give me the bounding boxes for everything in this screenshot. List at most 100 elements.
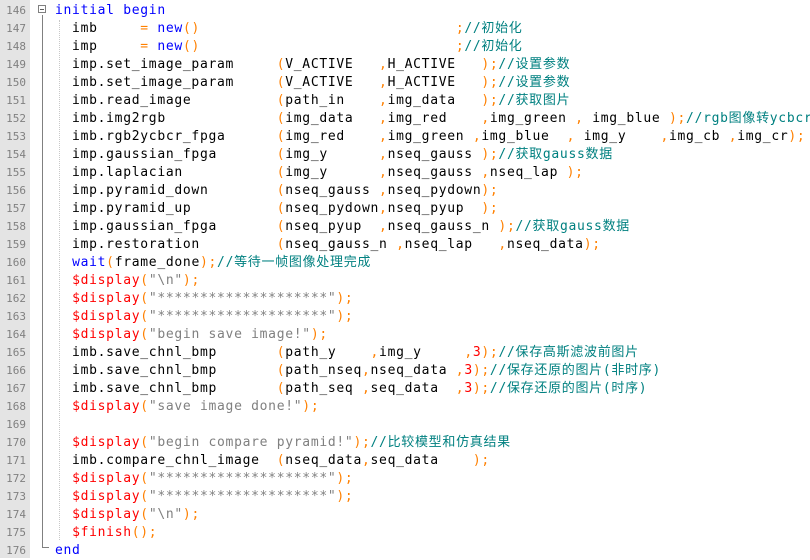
line-number: 155 bbox=[6, 166, 26, 179]
code-token: imb.save_chnl_bmp bbox=[55, 345, 277, 360]
code-token: ); bbox=[566, 165, 584, 180]
code-line[interactable]: 153 imb.rgb2ycbcr_fpga (img_red ,img_gre… bbox=[0, 128, 810, 146]
code-token: img_data bbox=[387, 93, 482, 108]
code-token: ( bbox=[276, 147, 286, 162]
code-token bbox=[200, 39, 456, 54]
code-token: path_y bbox=[285, 345, 371, 360]
code-token: new bbox=[157, 21, 183, 36]
code-line[interactable]: 164 $display("begin save image!"); bbox=[0, 326, 810, 344]
code-token: //初始化 bbox=[464, 21, 523, 36]
code-token: ( bbox=[140, 507, 149, 522]
code-token: ( bbox=[140, 399, 149, 414]
code-token: //比较模型和仿真结果 bbox=[370, 435, 511, 450]
code-token: $display bbox=[72, 291, 141, 306]
line-number: 165 bbox=[6, 346, 26, 359]
code-token: img_y bbox=[285, 147, 380, 162]
code-line[interactable]: 158 imp.gaussian_fpga (nseq_pyup ,nseq_g… bbox=[0, 218, 810, 236]
code-token: = bbox=[140, 21, 149, 36]
code-token: imp bbox=[55, 39, 141, 54]
code-token: 3 bbox=[472, 345, 482, 360]
code-token: //获取gauss数据 bbox=[498, 147, 613, 162]
code-line[interactable]: 147 imb = new() ;//初始化 bbox=[0, 20, 810, 38]
code-token: , bbox=[370, 345, 380, 360]
code-token: $display bbox=[72, 471, 141, 486]
code-token: ( bbox=[140, 435, 149, 450]
code-line[interactable]: 160 wait(frame_done);//等待一帧图像处理完成 bbox=[0, 254, 810, 272]
code-token: ( bbox=[276, 165, 286, 180]
code-token: ); bbox=[481, 57, 499, 72]
code-text: $display("\n"); bbox=[55, 272, 200, 290]
code-token: ); bbox=[668, 111, 687, 126]
code-token: nseq_data bbox=[370, 363, 456, 378]
code-token: ( bbox=[140, 471, 149, 486]
code-line[interactable]: 162 $display("********************"); bbox=[0, 290, 810, 308]
code-line[interactable]: 150 imb.set_image_param (V_ACTIVE ,H_ACT… bbox=[0, 74, 810, 92]
code-token: , bbox=[660, 129, 669, 144]
code-token: "\n" bbox=[148, 507, 183, 522]
code-token: , bbox=[575, 111, 584, 126]
code-line[interactable]: 163 $display("********************"); bbox=[0, 308, 810, 326]
indent-guide bbox=[59, 20, 60, 540]
code-line[interactable]: 170 $display("begin compare pyramid!");/… bbox=[0, 434, 810, 452]
code-token: , bbox=[379, 129, 388, 144]
code-token: ); bbox=[472, 381, 490, 396]
minus-box-icon[interactable] bbox=[38, 5, 46, 13]
code-line[interactable]: 156 imp.pyramid_down (nseq_gauss ,nseq_p… bbox=[0, 182, 810, 200]
code-line[interactable]: 157 imp.pyramid_up (nseq_pydown,nseq_pyu… bbox=[0, 200, 810, 218]
code-token: ); bbox=[472, 363, 490, 378]
code-token: "********************" bbox=[148, 489, 337, 504]
code-line[interactable]: 166 imb.save_chnl_bmp (path_nseq,nseq_da… bbox=[0, 362, 810, 380]
code-text: $display("\n"); bbox=[55, 506, 200, 524]
code-token bbox=[55, 309, 72, 324]
code-token: nseq_pydown bbox=[387, 183, 482, 198]
code-token: ( bbox=[140, 291, 149, 306]
code-line[interactable]: 172 $display("********************"); bbox=[0, 470, 810, 488]
code-token: ); bbox=[481, 183, 499, 198]
code-token: ); bbox=[583, 237, 601, 252]
code-text: $display("********************"); bbox=[55, 290, 353, 308]
code-token: ( bbox=[140, 273, 149, 288]
fold-margin bbox=[30, 0, 52, 558]
code-line[interactable]: 168 $display("save image done!"); bbox=[0, 398, 810, 416]
code-line[interactable]: 161 $display("\n"); bbox=[0, 272, 810, 290]
code-token: //等待一帧图像处理完成 bbox=[217, 255, 372, 270]
code-line[interactable]: 159 imp.restoration (nseq_gauss_n ,nseq_… bbox=[0, 236, 810, 254]
code-line[interactable]: 169 bbox=[0, 416, 810, 434]
line-number: 150 bbox=[6, 76, 26, 89]
code-line[interactable]: 148 imp = new() ;//初始化 bbox=[0, 38, 810, 56]
code-token: ( bbox=[276, 219, 286, 234]
line-number: 151 bbox=[6, 94, 26, 107]
code-token: "********************" bbox=[148, 309, 337, 324]
line-number: 176 bbox=[6, 544, 26, 557]
code-token: , bbox=[728, 129, 738, 144]
code-token: "\n" bbox=[148, 273, 183, 288]
code-line[interactable]: 149 imp.set_image_param (V_ACTIVE ,H_ACT… bbox=[0, 56, 810, 74]
code-token: ); bbox=[182, 273, 200, 288]
code-token: //保存还原的图片(非时序) bbox=[489, 363, 662, 378]
code-token: ); bbox=[481, 75, 499, 90]
code-line[interactable]: 151 imb.read_image (path_in ,img_data );… bbox=[0, 92, 810, 110]
code-token: ( bbox=[276, 129, 286, 144]
code-text: imp.set_image_param (V_ACTIVE ,H_ACTIVE … bbox=[55, 56, 570, 74]
code-line[interactable]: 152 imb.img2rgb (img_data ,img_red ,img_… bbox=[0, 110, 810, 128]
code-token: ( bbox=[276, 75, 286, 90]
code-line[interactable]: 174 $display("\n"); bbox=[0, 506, 810, 524]
code-token: $display bbox=[72, 273, 141, 288]
code-line[interactable]: 175 $finish(); bbox=[0, 524, 810, 542]
code-line[interactable]: 167 imb.save_chnl_bmp (path_seq ,seq_dat… bbox=[0, 380, 810, 398]
code-token: $display bbox=[72, 327, 141, 342]
code-token: $display bbox=[72, 507, 141, 522]
code-line[interactable]: 171 imb.compare_chnl_image (nseq_data,se… bbox=[0, 452, 810, 470]
code-token: path_seq bbox=[285, 381, 362, 396]
code-line[interactable]: 154 imp.gaussian_fpga (img_y ,nseq_gauss… bbox=[0, 146, 810, 164]
code-token: imb.read_image bbox=[55, 93, 277, 108]
code-text: $display("********************"); bbox=[55, 470, 353, 488]
code-token bbox=[55, 471, 72, 486]
code-line[interactable]: 155 imp.laplacian (img_y ,nseq_gauss ,ns… bbox=[0, 164, 810, 182]
code-line[interactable]: 165 imb.save_chnl_bmp (path_y ,img_y ,3)… bbox=[0, 344, 810, 362]
code-line[interactable]: 173 $display("********************"); bbox=[0, 488, 810, 506]
